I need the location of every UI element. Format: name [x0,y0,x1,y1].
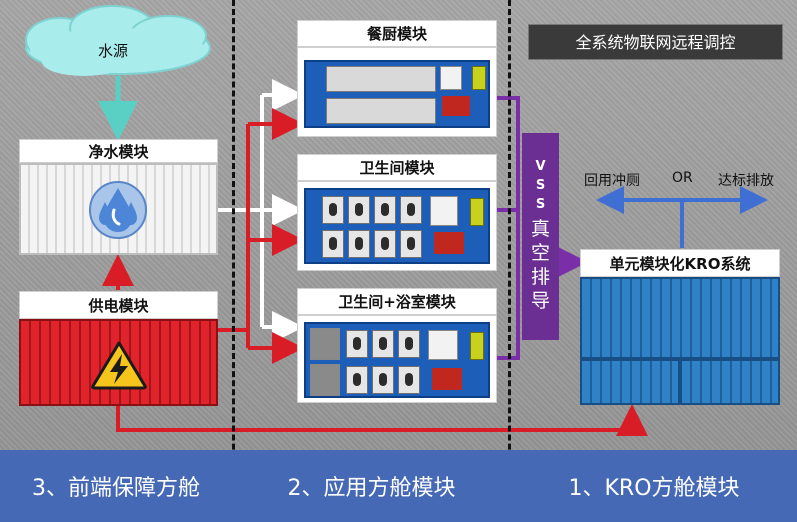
section-left-label: 3、前端保障方舱 [32,476,200,501]
section-middle-label: 2、应用方舱模块 [287,476,456,501]
kitchen-module-title: 餐厨模块 [297,20,497,47]
section-right-label: 1、KRO方舱模块 [568,476,740,501]
toilet-bath-module-title: 卫生间+浴室模块 [297,288,497,315]
iot-remote-control-label: 全系统物联网远程调控 [528,24,783,60]
vss-letter-3: S [535,197,546,213]
kro-container-lower-left [580,359,680,405]
toilet-module-frame [297,181,497,271]
kro-container-upper [580,277,780,359]
kro-container-lower-right [680,359,780,405]
vss-vacuum-drain-label: V S S 真 空 排 导 [522,133,559,340]
vss-char-1: 真 [530,218,550,241]
divider-left [232,0,235,522]
toilet-bath-floorplan [304,322,490,398]
purification-module-title: 净水模块 [19,139,218,163]
water-source-cloud [25,5,211,76]
vss-char-4: 导 [530,289,550,312]
vss-char-2: 空 [530,242,550,265]
toilet-bath-module-frame [297,315,497,403]
footer-band [0,450,797,522]
toilet-floorplan [304,188,490,264]
output-or-label: OR [672,170,693,186]
kitchen-floorplan [304,60,490,128]
power-module-title: 供电模块 [19,291,218,319]
vss-char-3: 排 [530,265,550,288]
divider-right [508,0,511,522]
kro-module-title: 单元模块化KRO系统 [580,249,780,277]
high-voltage-warning-icon [91,341,147,390]
output-discharge-label: 达标排放 [718,173,774,189]
water-source-label: 水源 [98,42,129,60]
vss-letter-2: S [535,178,546,194]
connection-diagram [25,5,768,436]
water-drop-icon [89,181,147,239]
kitchen-module-frame [297,47,497,137]
toilet-module-title: 卫生间模块 [297,154,497,181]
vss-letter-1: V [535,159,546,175]
output-reuse-label: 回用冲厕 [584,173,640,189]
